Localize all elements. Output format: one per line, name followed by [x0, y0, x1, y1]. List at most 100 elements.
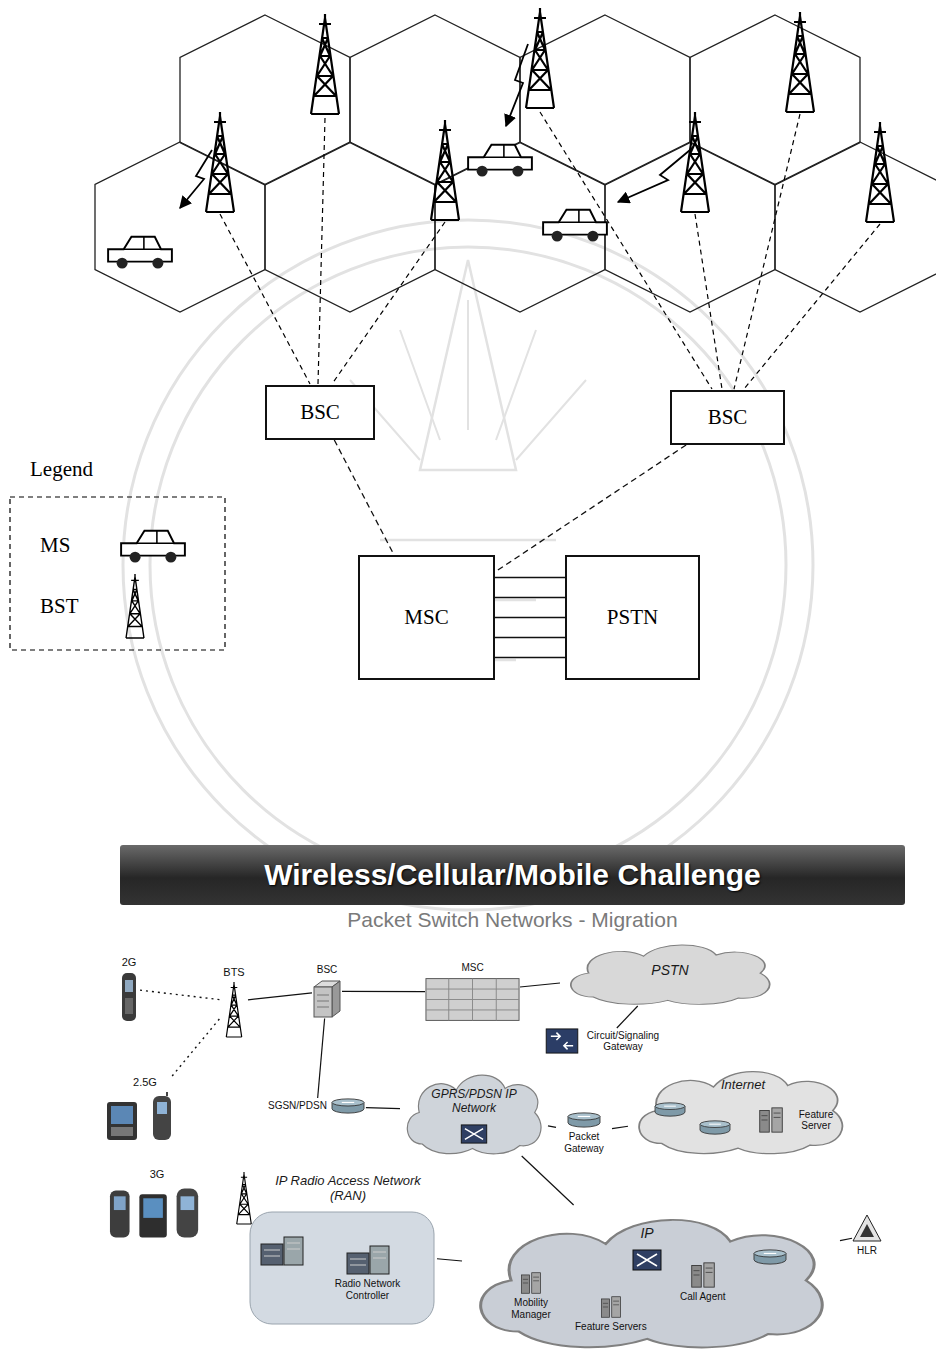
region-label: IP	[612, 1225, 682, 1241]
device-icon	[220, 982, 248, 1037]
base-station-towers	[526, 8, 554, 108]
connector-line	[495, 657, 565, 659]
bts-tower-label: BTS	[223, 966, 244, 979]
box-label: MSC	[404, 605, 448, 630]
base-station-towers	[681, 112, 709, 212]
device-icon	[425, 977, 520, 1022]
network-link	[617, 1006, 638, 1028]
signaling-gateway: Circuit/Signaling Gateway	[545, 1028, 664, 1054]
25g-devices-label: 2.5G	[133, 1076, 157, 1089]
radio-link	[172, 1018, 220, 1076]
network-link	[840, 1238, 852, 1240]
radio-link-bolts	[180, 44, 690, 208]
network-link	[342, 991, 425, 992]
legend-heading: Legend	[30, 457, 93, 482]
connector-line	[495, 617, 565, 619]
network-link	[522, 1156, 574, 1205]
banner-subtitle: Packet Switch Networks - Migration	[120, 908, 905, 932]
device-icon	[521, 1273, 540, 1294]
region-shape	[754, 1250, 786, 1264]
base-station-towers	[311, 14, 339, 114]
hlr-node-label: HLR	[857, 1245, 877, 1257]
3g-devices: 3G	[108, 1168, 206, 1240]
region-label: IP Radio Access Network (RAN)	[262, 1174, 434, 1204]
device-icon	[108, 1184, 206, 1240]
device-icon	[601, 1297, 620, 1318]
bsc-unit-label: BSC	[317, 964, 338, 976]
connector-line	[437, 1259, 462, 1261]
connector-line	[548, 1126, 556, 1128]
legend-sample	[118, 526, 188, 565]
legend-box	[10, 497, 225, 650]
connector-line	[318, 1019, 325, 1099]
mobility-manager-label: Mobility Manager	[500, 1297, 562, 1320]
network-link	[437, 1259, 462, 1261]
device-icon	[520, 1272, 542, 1294]
feature-servers-label: Feature Servers	[575, 1321, 647, 1333]
region-shape	[261, 1237, 303, 1265]
region-shape	[407, 1075, 541, 1154]
connector-line	[342, 991, 425, 992]
device-icon	[568, 1113, 600, 1127]
device-icon	[118, 972, 140, 1022]
device-icon	[347, 1246, 389, 1274]
mobility-manager: Mobility Manager	[500, 1272, 562, 1320]
25g-devices: 2.5G	[105, 1076, 185, 1142]
tower-to-bsc-links	[220, 112, 880, 389]
device-icon	[853, 1215, 881, 1241]
connector-line	[840, 1238, 852, 1240]
gprs-cloud: GPRS/PDSN IP Network	[400, 1066, 548, 1156]
device-icon	[545, 1028, 579, 1054]
network-link	[612, 1126, 628, 1128]
base-station-towers	[206, 8, 894, 222]
call-agent: Call Agent	[680, 1262, 726, 1303]
mobile-station-cars	[108, 237, 172, 269]
device-icon	[122, 973, 136, 1021]
legend-sample	[126, 574, 144, 638]
bsc-unit: BSC	[312, 964, 342, 1019]
cell-hexagons	[95, 15, 936, 312]
device-icon	[105, 1092, 185, 1142]
connector-line	[612, 1126, 628, 1128]
msc-rack: MSC	[425, 962, 520, 1022]
device-icon	[107, 1092, 171, 1140]
tower-to-bsc-links	[540, 112, 880, 389]
msc-box: MSC	[358, 555, 495, 680]
connector-line	[334, 440, 394, 555]
dashed-link	[334, 440, 394, 555]
rnc-unit: Radio Network Controller	[330, 1245, 405, 1301]
legend-entry: MS	[40, 526, 188, 565]
radio-link-bolts	[506, 44, 528, 126]
connector-line	[522, 1156, 574, 1205]
network-link	[366, 1108, 400, 1109]
region-shape	[481, 1220, 823, 1348]
ip-cloud: Mobility Manager Call AgentFeature Server…	[462, 1205, 840, 1351]
region-shape	[571, 945, 770, 1004]
mobile-station-cars	[108, 145, 607, 269]
watermark-seal	[150, 247, 786, 883]
trunk-lines	[495, 578, 565, 658]
device-icon	[332, 1099, 364, 1113]
device-icon	[312, 979, 342, 1019]
radio-link-bolts	[618, 150, 690, 202]
watermark-seal	[123, 220, 813, 910]
base-station-towers	[786, 12, 814, 112]
network-link	[548, 1126, 556, 1128]
network-link	[318, 1019, 325, 1099]
box-label: PSTN	[607, 605, 658, 630]
banner-title: Wireless/Cellular/Mobile Challenge	[264, 858, 761, 892]
device-icon	[314, 981, 340, 1017]
watermark-seal	[123, 220, 813, 910]
connector-line	[248, 993, 312, 1000]
cell-hexagons	[775, 142, 936, 312]
connector-line	[520, 983, 560, 987]
network-link	[520, 983, 560, 987]
cell-hexagons	[690, 15, 860, 185]
radio-link-bolts	[180, 150, 212, 208]
box-label: BSC	[708, 405, 748, 430]
region-label: PSTN	[640, 962, 700, 978]
bts-tower: BTS	[220, 966, 248, 1037]
cell-hexagons	[95, 142, 265, 312]
2g-handset: 2G	[118, 956, 140, 1022]
device-icon	[346, 1245, 390, 1275]
